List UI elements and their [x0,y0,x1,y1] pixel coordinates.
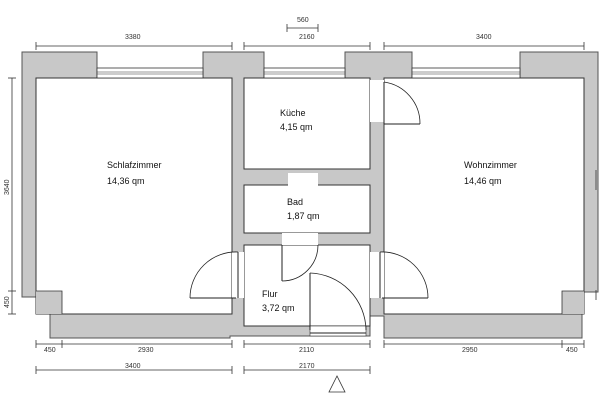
doors [189,80,429,337]
dim-bottom2-middle: 2170 [299,363,315,370]
room-wohnzimmer [383,77,585,315]
room-flur [243,244,371,327]
windows [96,67,521,79]
area-bad: 1,87 qm [287,211,320,221]
window-schlafzimmer [96,67,204,79]
room-wohnzimmer-notch-mask [562,291,584,314]
label-wohnzimmer: Wohnzimmer [464,160,517,170]
dim-bottom2-left: 3400 [125,363,141,370]
dim-top-right: 3400 [476,34,492,41]
bad-top-notch [288,173,318,186]
dimensions-bottom-row1: 450 2930 2110 2950 450 [35,340,585,354]
door-kueche-arc [383,81,421,125]
dim-bottom-c: 2110 [299,347,314,354]
window-wohnzimmer [411,67,521,79]
room-bad [243,184,371,234]
room-schlafzimmer-notch-mask [36,291,62,314]
door-wohnzimmer-arc [379,251,429,299]
door-schlafzimmer-arc [189,251,239,299]
area-kueche: 4,15 qm [280,122,313,132]
area-schlafzimmer: 14,36 qm [107,176,145,186]
area-flur: 3,72 qm [262,303,295,313]
label-flur: Flur [262,289,278,299]
door-entrance-arc [309,272,367,331]
dimensions-bottom-row2: 3400 2170 [35,363,371,374]
label-kueche: Küche [280,108,306,118]
dim-bottom-e: 450 [566,347,578,354]
label-schlafzimmer: Schlafzimmer [107,160,162,170]
dim-bottom-a: 450 [44,347,56,354]
wohnzimmer-notch-edge [561,290,584,314]
schlafzimmer-notch-edge [36,290,63,314]
dim-top-left: 3380 [125,34,141,41]
entrance-triangle-icon [328,375,346,393]
window-kueche [263,67,346,79]
dim-bottom-b: 2930 [138,347,154,354]
room-schlafzimmer [35,77,233,315]
dim-left-lower: 450 [4,296,11,308]
dimensions-top: 560 3380 2160 3400 [35,17,585,50]
dim-bottom-d: 2950 [462,347,478,354]
dim-top-middle: 2160 [299,34,315,41]
rooms [35,77,585,327]
room-labels: Schlafzimmer 14,36 qm Küche 4,15 qm Bad … [107,108,517,313]
dimensions-left: 3640 450 [4,77,16,315]
dim-left-upper: 3640 [4,179,11,195]
area-wohnzimmer: 14,46 qm [464,176,502,186]
dim-top-gap: 560 [297,17,309,24]
door-bad-arc [281,244,319,282]
label-bad: Bad [287,197,303,207]
